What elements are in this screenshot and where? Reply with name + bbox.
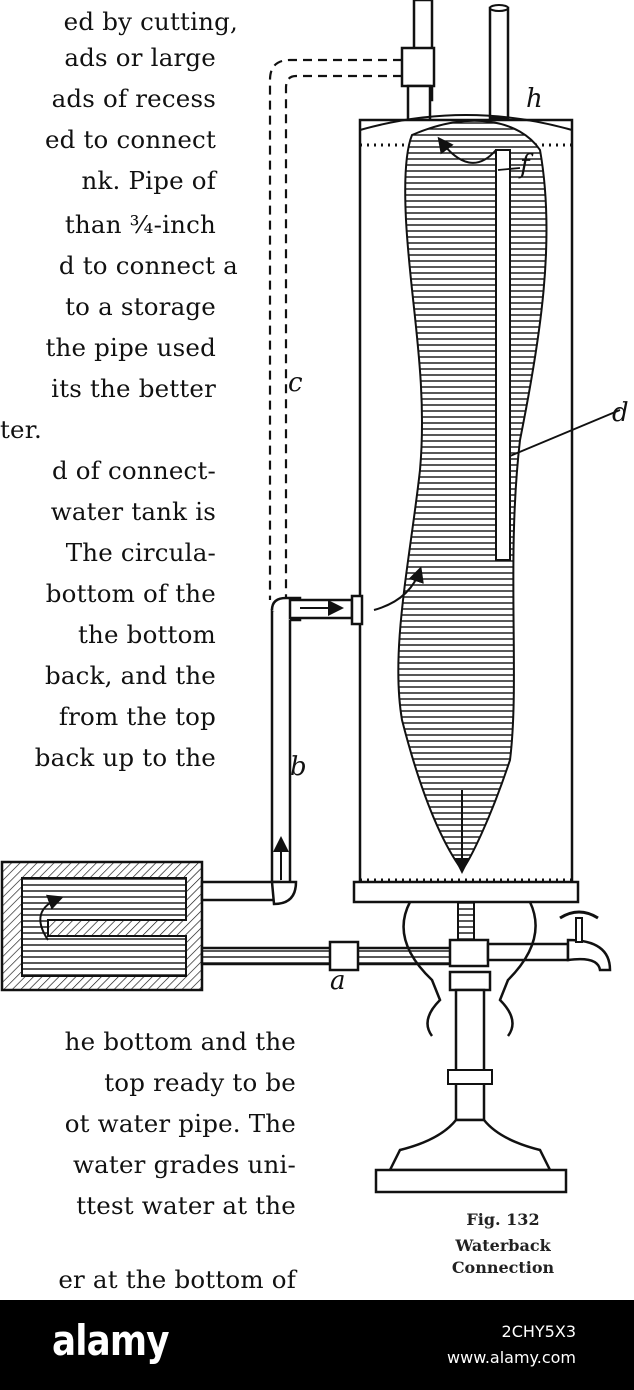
top-pipes — [400, 0, 510, 122]
watermark-banner — [0, 1300, 634, 1390]
text-line: d to connect a — [58, 251, 238, 280]
label-h: h — [526, 84, 543, 114]
text-line: top ready to be — [104, 1068, 296, 1097]
text-line: its the better — [51, 374, 216, 403]
pipe-b — [270, 594, 364, 892]
text-line: The circula- — [65, 538, 216, 567]
text-line: water tank is — [50, 497, 216, 526]
text-line: back up to the — [34, 743, 216, 772]
label-a: a — [330, 966, 346, 996]
text-line: er at the bottom of — [58, 1265, 296, 1294]
alamy-logo: alamy — [52, 1316, 170, 1365]
text-line: water grades uni- — [72, 1150, 296, 1179]
text-line: ter. — [0, 415, 42, 444]
document-page: ed by cutting, ads or large ads of reces… — [0, 0, 629, 1294]
image-id: 2CHY5X3 — [501, 1322, 576, 1341]
text-line: ot water pipe. The — [64, 1109, 296, 1138]
label-d: d — [612, 398, 629, 428]
text-line: back, and the — [44, 661, 216, 690]
dashed-pipe-c — [268, 58, 402, 600]
text-line: ed to connect — [44, 125, 216, 154]
text-line: bottom of the — [45, 579, 216, 608]
text-line: ttest water at the — [76, 1191, 296, 1220]
text-line: d of connect- — [51, 456, 216, 485]
figure-caption-line2: Connection — [451, 1258, 555, 1277]
text-line: nk. Pipe of — [81, 166, 216, 195]
waterback-figure — [0, 0, 621, 1194]
site-url: www.alamy.com — [447, 1348, 576, 1367]
text-line: from the top — [58, 702, 216, 731]
storage-tank — [352, 114, 621, 904]
text-line: he bottom and the — [64, 1027, 296, 1056]
tank-stand — [374, 901, 612, 1194]
text-line: to a storage — [65, 292, 216, 321]
text-line: ads or large — [64, 43, 216, 72]
label-f: f — [520, 150, 530, 180]
text-line: the bottom — [77, 620, 216, 649]
text-line: than ¾-inch — [64, 210, 216, 239]
label-b: b — [290, 752, 307, 782]
label-c: c — [288, 368, 303, 398]
figure-number: Fig. 132 — [466, 1210, 540, 1229]
text-line: the pipe used — [45, 333, 216, 362]
waterback-box — [0, 860, 464, 992]
figure-caption-line1: Waterback — [455, 1236, 551, 1255]
text-line: ads of recess — [51, 84, 216, 113]
text-line: ed by cutting, — [63, 7, 238, 36]
